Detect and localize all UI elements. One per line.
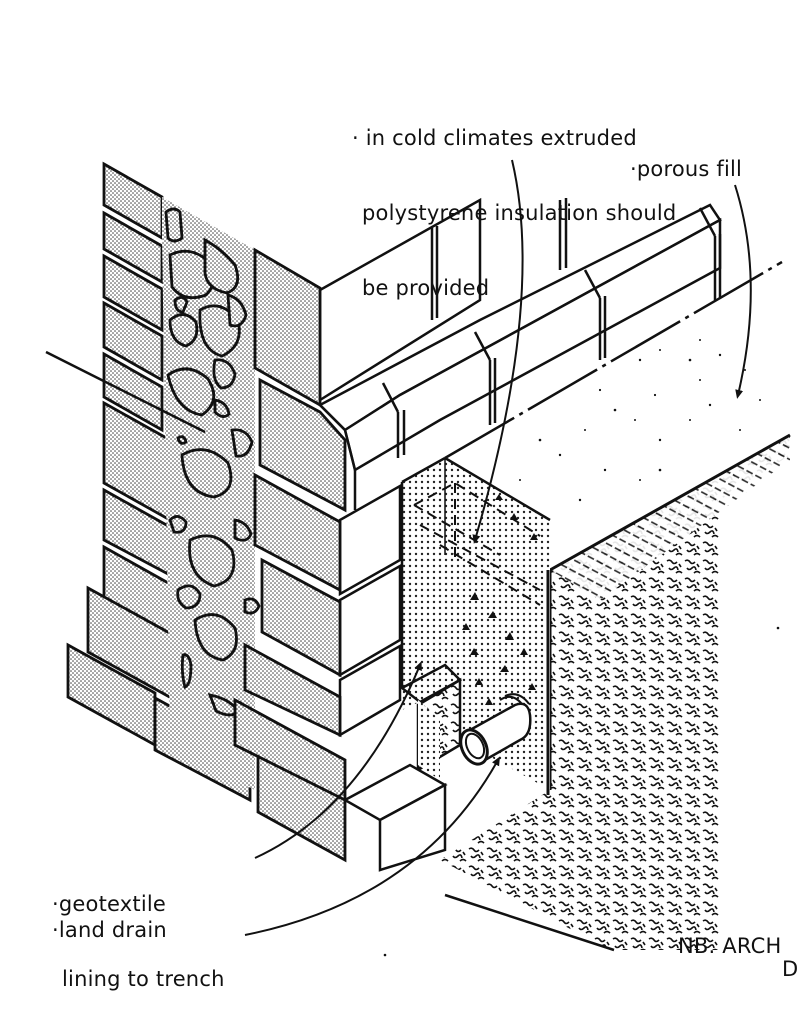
stone-facing-corner <box>233 247 347 803</box>
porous-fill-arrow <box>734 184 752 399</box>
geotextile-arrow <box>254 661 422 859</box>
leader-line-left <box>45 350 206 434</box>
land-drain-arrow <box>244 756 500 936</box>
porous-fill-surface <box>444 260 783 530</box>
label-insulation-line-2: polystyrene insulation should <box>362 201 677 225</box>
label-insulation-line-3: be provided <box>362 276 490 300</box>
rubble-core <box>162 197 261 790</box>
insulation-arrow <box>472 159 524 544</box>
land-drain-pipe <box>459 693 532 766</box>
label-porous-fill: ·porous fill <box>630 157 743 181</box>
label-land-drain: ·land drain <box>52 918 167 942</box>
retaining-wall-drawing <box>45 159 791 957</box>
footer-note: NB. ARCH <box>678 934 782 958</box>
annotation-arrows <box>244 159 752 936</box>
undisturbed-soil <box>440 433 791 952</box>
label-insulation-line-1: · in cold climates extruded <box>352 126 637 150</box>
footer-note-cut: D <box>782 957 799 981</box>
label-geotextile-line-1: ·geotextile <box>52 892 167 916</box>
stone-facing-left <box>66 161 347 863</box>
label-geotextile-line-2: lining to trench <box>62 967 225 991</box>
diagram-stage: · in cold climates extruded polystyrene … <box>45 76 798 991</box>
label-insulation-note: · in cold climates extruded polystyrene … <box>352 76 676 326</box>
